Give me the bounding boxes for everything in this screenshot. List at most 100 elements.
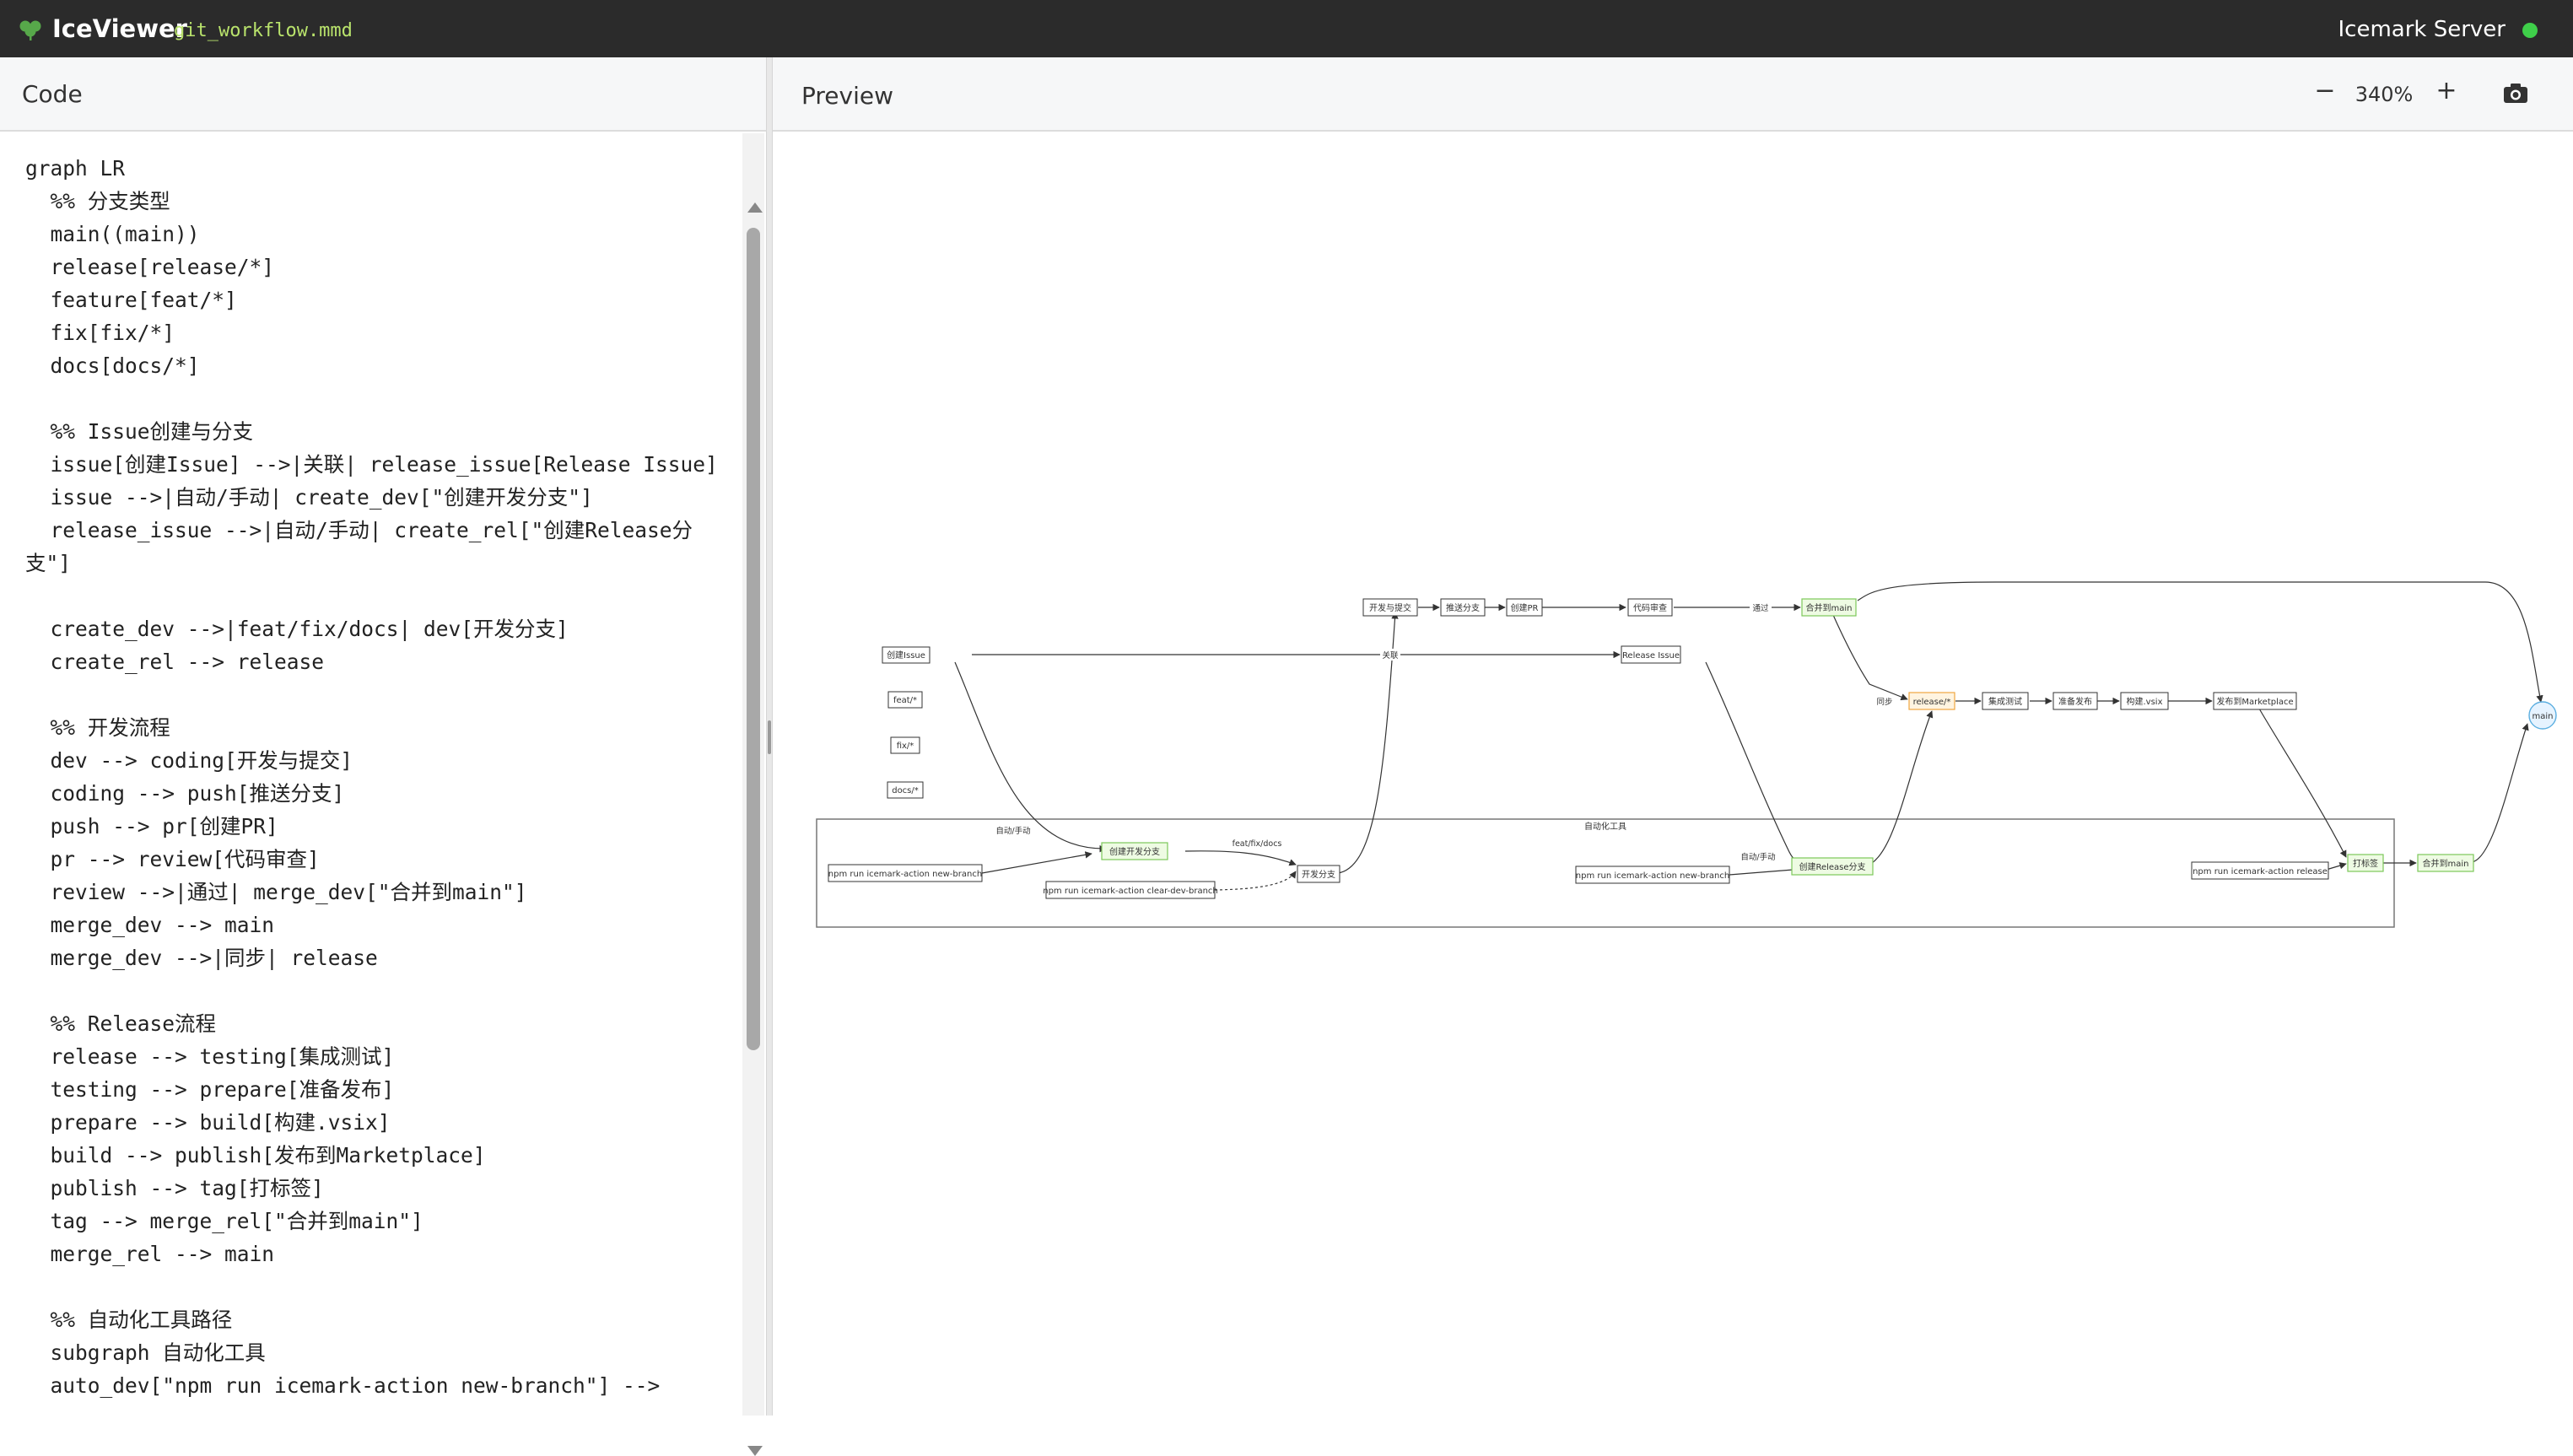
edge-label-auto-manual-rel: 自动/手动: [1740, 852, 1775, 862]
code-editor[interactable]: graph LR %% 分支类型 main((main)) release[re…: [0, 133, 742, 1416]
node-release-issue-label: Release Issue: [1622, 651, 1680, 661]
code-line[interactable]: [25, 580, 718, 612]
node-fix-label: fix/*: [897, 741, 914, 751]
node-merge-dev[interactable]: 合并到main: [1801, 598, 1857, 617]
node-publish[interactable]: 发布到Marketplace: [2213, 692, 2297, 710]
code-line[interactable]: docs[docs/*]: [25, 353, 200, 378]
edge-auto-dev: [981, 851, 1092, 874]
node-main[interactable]: main: [2528, 701, 2557, 730]
code-line[interactable]: [25, 382, 718, 415]
code-line[interactable]: coding --> push[推送分支]: [25, 781, 345, 806]
splitter-grip-icon[interactable]: [768, 720, 771, 754]
node-pr-label: 创建PR: [1511, 602, 1539, 613]
code-line[interactable]: tag --> merge_rel["合并到main"]: [25, 1209, 423, 1233]
edge-create-rel-release: [1864, 710, 1934, 867]
code-line[interactable]: release --> testing[集成测试]: [25, 1044, 395, 1069]
node-create-dev-label: 创建开发分支: [1109, 846, 1160, 857]
node-auto-release-label: npm run icemark-action release: [2193, 867, 2328, 876]
node-testing[interactable]: 集成测试: [1982, 692, 2029, 710]
diagram-canvas[interactable]: 自动化工具: [773, 133, 2573, 1416]
node-auto-dev[interactable]: npm run icemark-action new-branch: [828, 864, 983, 882]
scrollbar-thumb[interactable]: [747, 228, 760, 1050]
code-line[interactable]: auto_dev["npm run icemark-action new-bra…: [25, 1373, 661, 1398]
code-line[interactable]: main((main)): [25, 222, 200, 246]
node-coding[interactable]: 开发与提交: [1362, 598, 1418, 617]
code-line[interactable]: %% Release流程: [25, 1011, 217, 1036]
code-line[interactable]: push --> pr[创建PR]: [25, 814, 278, 839]
server-status-indicator: [2522, 23, 2538, 38]
code-line[interactable]: 支"]: [25, 551, 72, 575]
node-dev[interactable]: 开发分支: [1297, 865, 1340, 883]
edge-dev-coding: [1337, 612, 1399, 874]
nodes: 创建Issue feat/* fix/* docs/* 开发与提交: [828, 598, 2557, 899]
code-line[interactable]: issue -->|自动/手动| create_dev["创建开发分支"]: [25, 485, 593, 510]
code-line[interactable]: [25, 974, 718, 1007]
node-create-rel[interactable]: 创建Release分支: [1791, 857, 1874, 876]
node-push-label: 推送分支: [1446, 602, 1480, 613]
node-coding-label: 开发与提交: [1369, 602, 1411, 613]
code-line[interactable]: create_dev -->|feat/fix/docs| dev[开发分支]: [25, 617, 569, 641]
code-line[interactable]: [25, 678, 718, 711]
zoom-out-button[interactable]: −: [2314, 76, 2336, 105]
code-line[interactable]: merge_dev --> main: [25, 913, 275, 937]
node-issue[interactable]: 创建Issue: [882, 646, 930, 664]
node-release[interactable]: release/*: [1908, 692, 1955, 710]
code-line[interactable]: release[release/*]: [25, 255, 275, 279]
code-line[interactable]: testing --> prepare[准备发布]: [25, 1077, 395, 1102]
preview-pane-header: Preview − 340% +: [773, 57, 2573, 132]
node-merge-rel[interactable]: 合并到main: [2417, 854, 2474, 872]
code-line[interactable]: fix[fix/*]: [25, 321, 175, 345]
code-line[interactable]: graph LR: [25, 156, 126, 181]
code-line[interactable]: [25, 1270, 718, 1303]
node-push[interactable]: 推送分支: [1440, 598, 1486, 617]
node-merge-dev-label: 合并到main: [1806, 602, 1853, 613]
code-line[interactable]: subgraph 自动化工具: [25, 1340, 266, 1365]
node-prepare[interactable]: 准备发布: [2052, 692, 2098, 710]
node-docs[interactable]: docs/*: [887, 781, 924, 799]
scroll-down-icon[interactable]: [747, 1446, 763, 1456]
code-line[interactable]: merge_rel --> main: [25, 1242, 275, 1266]
node-testing-label: 集成测试: [1988, 696, 2022, 707]
scroll-up-icon[interactable]: [747, 202, 763, 213]
server-name: Icemark Server: [2338, 17, 2506, 42]
code-pane: Code graph LR %% 分支类型 main((main)) relea…: [0, 57, 766, 1456]
pane-splitter[interactable]: [766, 57, 773, 1416]
edge-label-link: 关联: [1382, 650, 1399, 661]
node-fix[interactable]: fix/*: [890, 736, 920, 754]
code-line[interactable]: publish --> tag[打标签]: [25, 1176, 324, 1200]
code-line[interactable]: %% 自动化工具路径: [25, 1308, 233, 1332]
node-review[interactable]: 代码审查: [1627, 598, 1673, 617]
code-line[interactable]: merge_dev -->|同步| release: [25, 946, 378, 970]
camera-icon[interactable]: [2502, 81, 2529, 105]
node-tag[interactable]: 打标签: [2347, 854, 2384, 872]
edges: [954, 581, 2543, 891]
node-auto-clear[interactable]: npm run icemark-action clear-dev-branch: [1043, 881, 1218, 899]
node-prepare-label: 准备发布: [2058, 696, 2092, 707]
code-line[interactable]: feature[feat/*]: [25, 288, 237, 312]
code-line[interactable]: build --> publish[发布到Marketplace]: [25, 1143, 486, 1167]
code-line[interactable]: review -->|通过| merge_dev["合并到main"]: [25, 880, 527, 904]
code-line[interactable]: release_issue -->|自动/手动| create_rel["创建R…: [25, 518, 693, 542]
code-scrollbar[interactable]: [742, 133, 764, 1456]
node-auto-release[interactable]: npm run icemark-action release: [2191, 861, 2329, 880]
code-line[interactable]: issue[创建Issue] -->|关联| release_issue[Rel…: [25, 452, 718, 477]
node-pr[interactable]: 创建PR: [1506, 598, 1543, 617]
code-line[interactable]: dev --> coding[开发与提交]: [25, 748, 353, 773]
code-line[interactable]: %% 分支类型: [25, 189, 170, 213]
code-line[interactable]: prepare --> build[构建.vsix]: [25, 1110, 391, 1135]
code-line[interactable]: pr --> review[代码审查]: [25, 847, 320, 871]
edge-labels: 关联 自动/手动 feat/fix/docs 通过 同步 自动/手动: [995, 601, 1893, 862]
code-line[interactable]: create_rel --> release: [25, 650, 325, 674]
node-auto-clear-label: npm run icemark-action clear-dev-branch: [1043, 887, 1218, 896]
node-create-dev[interactable]: 创建开发分支: [1101, 842, 1168, 860]
zoom-in-button[interactable]: +: [2435, 76, 2457, 105]
node-auto-rel[interactable]: npm run icemark-action new-branch: [1575, 866, 1730, 884]
node-release-issue[interactable]: Release Issue: [1621, 645, 1681, 664]
node-tag-label: 打标签: [2353, 858, 2378, 869]
node-build[interactable]: 构建.vsix: [2120, 692, 2169, 710]
preview-pane: Preview − 340% + 自动化工具: [773, 57, 2573, 1416]
code-lines[interactable]: graph LR %% 分支类型 main((main)) release[re…: [25, 152, 718, 1402]
code-line[interactable]: %% Issue创建与分支: [25, 419, 254, 444]
node-feat[interactable]: feat/*: [887, 691, 923, 709]
code-line[interactable]: %% 开发流程: [25, 715, 170, 740]
